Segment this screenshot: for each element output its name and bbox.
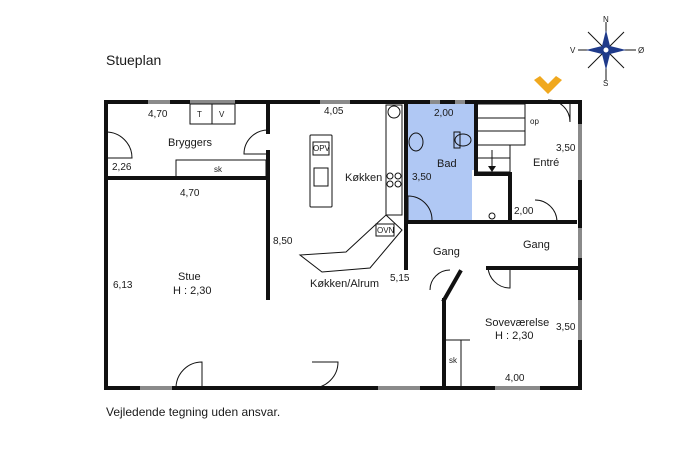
compass-icon [578,22,636,80]
interior-walls [104,100,580,390]
dim-bad-height: 3,50 [412,172,432,183]
room-entre: Entré [533,157,559,169]
cupboard-label-1: sk [214,165,223,174]
dim-bad-width: 2,00 [434,108,454,119]
bryggers-fixtures: T V sk [175,103,267,178]
room-sovevaerelse-height: H : 2,30 [495,330,534,342]
dryer-label: V [219,110,225,119]
room-koekken: Køkken [345,172,382,184]
room-koekken-alrum: Køkken/Alrum [310,278,379,290]
room-gang-1: Gang [433,246,460,258]
compass-north: N [603,15,609,24]
stairs: op [478,103,539,173]
kitchen-fixtures: OPV OVN [298,104,403,273]
dim-entre-width: 2,00 [514,206,534,217]
washer-label: T [197,110,202,119]
room-gang-2: Gang [523,239,550,251]
room-stue: Stue [178,271,201,283]
room-sovevaerelse: Soveværelse [485,317,549,329]
dim-sov-height: 3,50 [556,322,576,333]
cupboard-label-2: sk [449,356,458,365]
disclaimer: Vejledende tegning uden ansvar. [106,405,281,419]
bathroom-fixtures [408,131,496,220]
outer-wall [104,100,582,390]
dim-bryggers-height: 2,26 [112,162,132,173]
dim-sov-width: 4,00 [505,373,525,384]
room-stue-height: H : 2,30 [173,285,212,297]
dim-koekken-height: 8,50 [273,236,293,247]
room-bryggers: Bryggers [168,137,213,149]
dim-stue-width: 4,70 [180,188,200,199]
dim-bryggers-width: 4,70 [148,109,168,120]
dim-entre-height: 3,50 [556,143,576,154]
compass-east: Ø [638,46,644,55]
dim-koekken-width: 4,05 [324,106,344,117]
dishwasher-label: OPV [313,144,331,153]
oven-label: OVN [377,226,395,235]
room-bad: Bad [437,158,457,170]
plan-title: Stueplan [106,52,162,68]
compass-west: V [570,46,576,55]
stairs-up-label: op [530,117,539,126]
compass-south: S [603,79,608,88]
dim-stue-height: 6,13 [113,280,133,291]
windows [140,100,582,390]
entrance-arrow-icon [534,76,562,94]
doors [105,99,571,389]
dim-gang-height: 5,15 [390,273,410,284]
